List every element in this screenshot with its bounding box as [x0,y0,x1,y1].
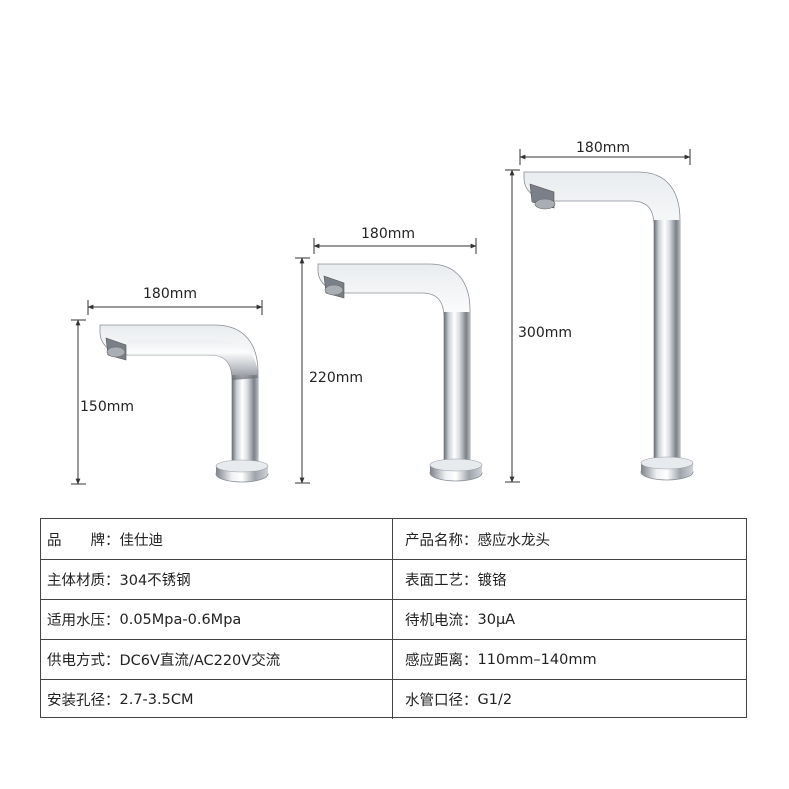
medium-width-label: 180mm [361,226,415,242]
spec-cell-sensing-distance: 感应距离： 110mm–140mm [393,640,746,679]
spec-label: 产品名称： [405,532,478,549]
spec-value: 30μA [477,611,516,628]
spec-value: 镀铬 [477,573,507,589]
spec-value: 感应水龙头 [477,532,551,549]
spec-label: 适用水压： [47,613,120,629]
spec-label: 表面工艺： [405,573,478,589]
spec-cell-standby-current: 待机电流： 30μA [393,600,746,639]
table-row: 主体材质： 304不锈钢 表面工艺： 镀铬 [41,559,746,599]
spec-value: 304不锈钢 [119,573,191,589]
table-row: 品 牌： 佳仕迪 产品名称： 感应水龙头 [41,519,746,559]
spec-label: 待机电流： [405,613,478,629]
spec-cell-product-name: 产品名称： 感应水龙头 [393,519,746,559]
small-width-label: 180mm [143,286,197,302]
tall-width-label: 180mm [576,140,630,156]
spec-value: 2.7-3.5CM [119,691,194,708]
spec-cell-hole-diameter: 安装孔径： 2.7-3.5CM [41,680,393,719]
spec-value: 0.05Mpa-0.6Mpa [119,611,242,628]
spec-label: 感应距离： [405,653,478,669]
spec-cell-power-supply: 供电方式： DC6V直流/AC220V交流 [41,640,393,679]
spec-label: 供电方式： [47,653,120,669]
faucet-illustration [71,149,694,485]
spec-table: 品 牌： 佳仕迪 产品名称： 感应水龙头 主体材质： 304不锈钢 表面工艺： … [40,518,747,719]
medium-height-label: 220mm [309,370,363,386]
faucet-tall [505,149,694,483]
spec-cell-material: 主体材质： 304不锈钢 [41,560,393,599]
table-row: 供电方式： DC6V直流/AC220V交流 感应距离： 110mm–140mm [41,639,746,679]
spec-cell-brand: 品 牌： 佳仕迪 [41,519,393,559]
small-height-label: 150mm [80,399,134,415]
spec-cell-finish: 表面工艺： 镀铬 [393,560,746,599]
table-row: 安装孔径： 2.7-3.5CM 水管口径： G1/2 [41,679,746,719]
faucet-small [71,300,269,485]
spec-value: G1/2 [477,691,513,708]
spec-label: 安装孔径： [47,693,120,709]
spec-label: 品 牌： [47,532,120,549]
tall-height-label: 300mm [518,325,572,341]
spec-cell-water-pressure: 适用水压： 0.05Mpa-0.6Mpa [41,600,393,639]
spec-label: 主体材质： [47,573,120,589]
spec-value: 110mm–140mm [477,651,597,668]
faucet-medium [295,238,483,484]
spec-label: 水管口径： [405,693,478,709]
spec-value: 佳仕迪 [119,532,164,549]
spec-value: DC6V直流/AC220V交流 [119,653,281,669]
table-row: 适用水压： 0.05Mpa-0.6Mpa 待机电流： 30μA [41,599,746,639]
spec-cell-pipe-size: 水管口径： G1/2 [393,680,746,719]
